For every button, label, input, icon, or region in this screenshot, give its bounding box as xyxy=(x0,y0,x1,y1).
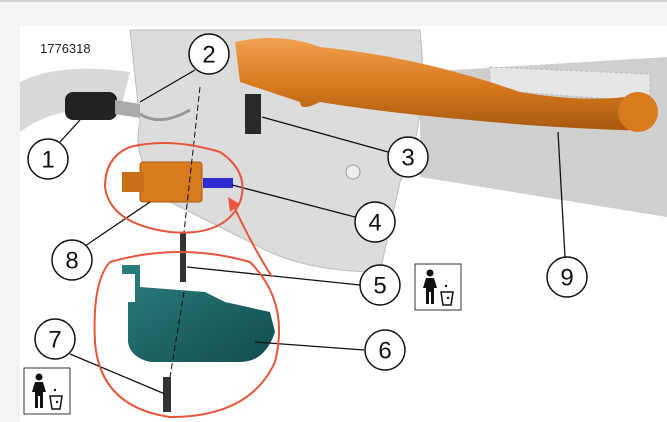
red-markup xyxy=(93,142,281,419)
discard-trash-icon xyxy=(414,263,462,311)
callout-label: 6 xyxy=(378,338,391,365)
markup-circle-switch xyxy=(103,142,244,234)
markup-arrow-line xyxy=(231,201,273,278)
assembly-centerline-lower xyxy=(169,291,185,378)
callout-5: 5 xyxy=(359,264,401,306)
part-5-screw xyxy=(180,232,186,282)
callout-1: 1 xyxy=(27,138,69,180)
callout-3: 3 xyxy=(387,136,429,178)
callout-label: 5 xyxy=(373,273,386,300)
callout-7: 7 xyxy=(34,318,76,360)
callout-label: 8 xyxy=(65,248,78,275)
leader-lines xyxy=(59,69,566,395)
discard-trash-icon xyxy=(23,367,71,415)
callout-label: 4 xyxy=(368,210,381,237)
callout-label: 3 xyxy=(401,145,414,172)
markup-arrowhead xyxy=(228,197,240,212)
callout-8: 8 xyxy=(51,239,93,281)
callout-label: 2 xyxy=(202,42,215,69)
figure-number-box xyxy=(32,38,108,58)
part-9-brake-lever xyxy=(235,38,656,131)
switch-plug xyxy=(122,172,144,192)
figure-number: 1776318 xyxy=(40,41,91,56)
part-6-cover xyxy=(122,265,275,362)
wire xyxy=(139,108,191,122)
callout-label: 9 xyxy=(560,265,573,292)
callout-label: 7 xyxy=(48,327,61,354)
cable-boot xyxy=(115,100,140,118)
callout-2: 2 xyxy=(188,33,230,75)
part-4-tab xyxy=(203,178,233,188)
part-7-screw xyxy=(163,377,171,412)
assembly-centerline xyxy=(183,86,201,233)
callout-4: 4 xyxy=(354,201,396,243)
part-8-brake-switch xyxy=(139,161,203,203)
screw-head xyxy=(345,164,361,180)
markup-circle-cover xyxy=(93,251,281,419)
callout-9: 9 xyxy=(546,256,588,298)
part-1-connector xyxy=(65,92,117,120)
lever-ball-end xyxy=(618,92,658,132)
part-3-pin xyxy=(245,94,261,134)
callout-6: 6 xyxy=(364,329,406,371)
callout-label: 1 xyxy=(41,147,54,174)
